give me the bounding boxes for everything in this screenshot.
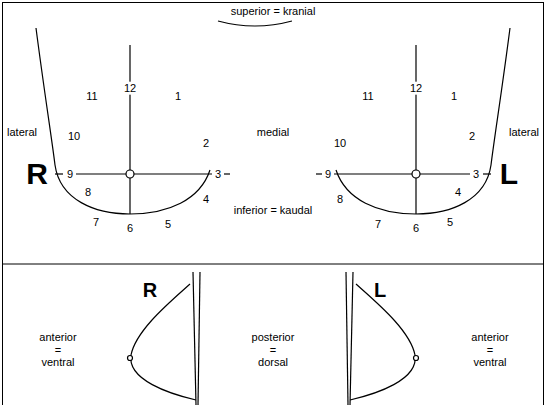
- clock-number: 12: [409, 82, 423, 95]
- clock-axis: [415, 45, 416, 214]
- frame: [3, 3, 544, 405]
- clock-number: 5: [165, 218, 171, 231]
- direction-label: lateral: [7, 126, 37, 139]
- chest-wall: [193, 272, 196, 405]
- clock-axis: [334, 173, 470, 174]
- clock-number: 4: [203, 193, 209, 206]
- clock-number: 11: [86, 90, 97, 103]
- direction-label: posterior = dorsal: [252, 331, 295, 369]
- nipple-marker: [126, 170, 134, 178]
- breast-profile: [350, 284, 415, 400]
- axis-tick: [55, 173, 63, 174]
- chest-wall: [198, 272, 200, 405]
- clock-number: 6: [413, 222, 419, 235]
- clock-number: 5: [447, 216, 453, 229]
- clock-number: 7: [93, 216, 99, 229]
- direction-label: lateral: [509, 126, 539, 139]
- nipple-marker: [412, 170, 420, 178]
- side-letter: R: [26, 157, 48, 192]
- side-letter: L: [500, 157, 518, 192]
- clock-number: 1: [175, 90, 181, 103]
- direction-label: anterior = ventral: [39, 331, 76, 369]
- clock-axis: [76, 173, 212, 174]
- clock-axis: [129, 45, 130, 214]
- chest-wall: [350, 272, 353, 405]
- clock-number: 7: [375, 218, 381, 231]
- direction-label: medial: [257, 126, 289, 139]
- clock-number: 9: [325, 168, 331, 181]
- axis-tick: [483, 173, 491, 174]
- clock-number: 9: [67, 168, 73, 181]
- clock-number: 8: [337, 193, 343, 206]
- breast-profile: [131, 284, 196, 400]
- clock-number: 2: [203, 137, 209, 150]
- side-letter: L: [374, 279, 386, 302]
- direction-label: anterior = ventral: [471, 331, 508, 369]
- axis-tick: [316, 173, 322, 174]
- side-letter: R: [143, 279, 157, 302]
- chest-wall: [346, 272, 348, 405]
- clock-number: 11: [362, 90, 373, 103]
- divider-line: [3, 264, 544, 265]
- direction-label: inferior = kaudal: [234, 204, 313, 217]
- clock-number: 12: [123, 82, 137, 95]
- nipple-marker: [128, 356, 133, 361]
- breast-outline: [36, 28, 210, 214]
- clock-number: 6: [127, 222, 133, 235]
- nipple-marker: [414, 356, 419, 361]
- clock-number: 8: [85, 186, 91, 199]
- direction-label: superior = kranial: [231, 5, 316, 18]
- clock-number: 3: [215, 168, 221, 181]
- breast-outline: [336, 28, 510, 214]
- neck-outline: [218, 21, 292, 26]
- clock-number: 10: [334, 137, 346, 150]
- axis-tick: [224, 173, 230, 174]
- clock-number: 10: [68, 130, 80, 143]
- clock-number: 2: [469, 130, 475, 143]
- clock-number: 4: [455, 186, 461, 199]
- clock-number: 3: [473, 168, 479, 181]
- clock-number: 1: [451, 90, 457, 103]
